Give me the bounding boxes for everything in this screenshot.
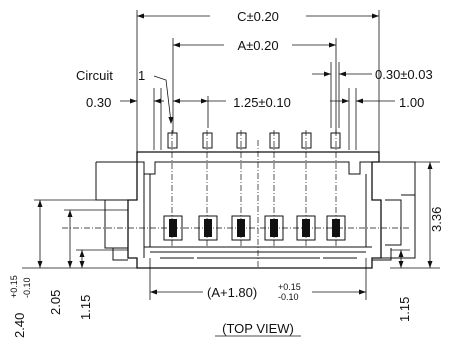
top-pin: [269, 132, 280, 149]
center-lines: [62, 130, 410, 268]
dimension-c: C±0.20: [136, 9, 380, 160]
dimension-240-label: 2.40: [12, 313, 27, 338]
top-pin: [236, 132, 247, 149]
view-caption: (TOP VIEW): [215, 321, 301, 337]
dimension-240-tol-top: +0.15: [9, 275, 19, 298]
dimension-pin-width-label: 0.30±0.03: [375, 67, 433, 82]
dimension-pitch-label: 1.25±0.10: [233, 95, 291, 110]
dimension-205-label: 2.05: [48, 290, 63, 315]
top-pin: [330, 132, 341, 149]
dimension-a: A±0.20: [172, 38, 337, 133]
top-pins: [167, 132, 341, 149]
dimension-right-offset-label: 1.00: [399, 95, 424, 110]
dimension-bottom-span: (A+1.80) +0.15 -0.10: [149, 258, 367, 302]
top-pin: [202, 132, 213, 149]
top-pin: [167, 132, 178, 149]
view-label: (TOP VIEW): [222, 321, 294, 336]
top-pin: [301, 132, 312, 149]
dimension-336-label: 3.36: [429, 207, 444, 232]
dimension-115-left-label: 1.15: [78, 295, 93, 320]
dimension-right-heights: 3.36 1.15: [390, 161, 444, 322]
dimension-left-heights: 2.40 +0.15 -0.10 2.05 1.15: [9, 199, 137, 338]
dimension-row-offsets: 0.30 1.25±0.10 1.00: [86, 88, 424, 150]
connector-body: [95, 151, 416, 269]
dimension-115-right-label: 1.15: [397, 297, 412, 322]
circuit-number: 1: [138, 68, 145, 83]
dimension-c-label: C±0.20: [237, 9, 279, 24]
dimension-pin-width: 0.30±0.03: [312, 62, 433, 128]
dimension-bottom-tol-bottom: -0.10: [278, 292, 299, 302]
contact-core: [332, 219, 340, 237]
dimension-left-offset-label: 0.30: [86, 95, 111, 110]
dimension-bottom-span-label: (A+1.80): [207, 285, 257, 300]
dimension-a-label: A±0.20: [237, 38, 278, 53]
circuit-label: Circuit: [76, 68, 113, 83]
dimension-240-tol-bottom: -0.10: [22, 277, 32, 298]
circuit-callout: Circuit 1: [76, 68, 174, 124]
dimension-bottom-tol-top: +0.15: [278, 282, 301, 292]
